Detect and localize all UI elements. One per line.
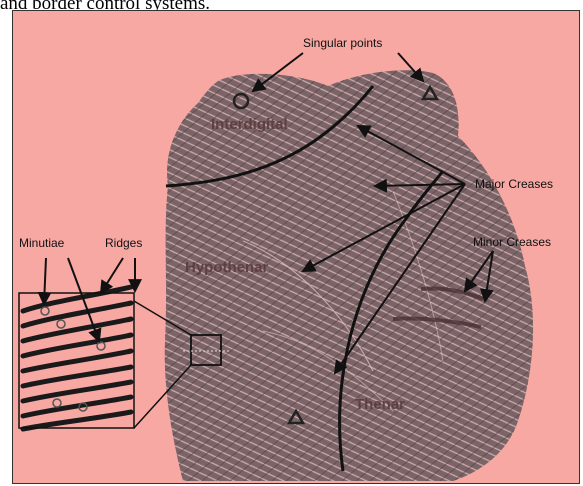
label-minor-creases: Minor Creases (473, 235, 551, 249)
label-ridges: Ridges (105, 236, 142, 250)
label-minutiae: Minutiae (19, 236, 64, 250)
region-thenar: Thenar (355, 396, 405, 413)
region-interdigital: Interdigital (211, 116, 288, 133)
label-major-creases: Major Creases (475, 177, 553, 191)
region-hypothenar: Hypothenar (185, 259, 268, 276)
label-singular-points: Singular points (303, 36, 382, 50)
ridge-inset (19, 287, 134, 429)
palmprint-figure: Singular points Major Creases Minor Crea… (12, 10, 580, 484)
